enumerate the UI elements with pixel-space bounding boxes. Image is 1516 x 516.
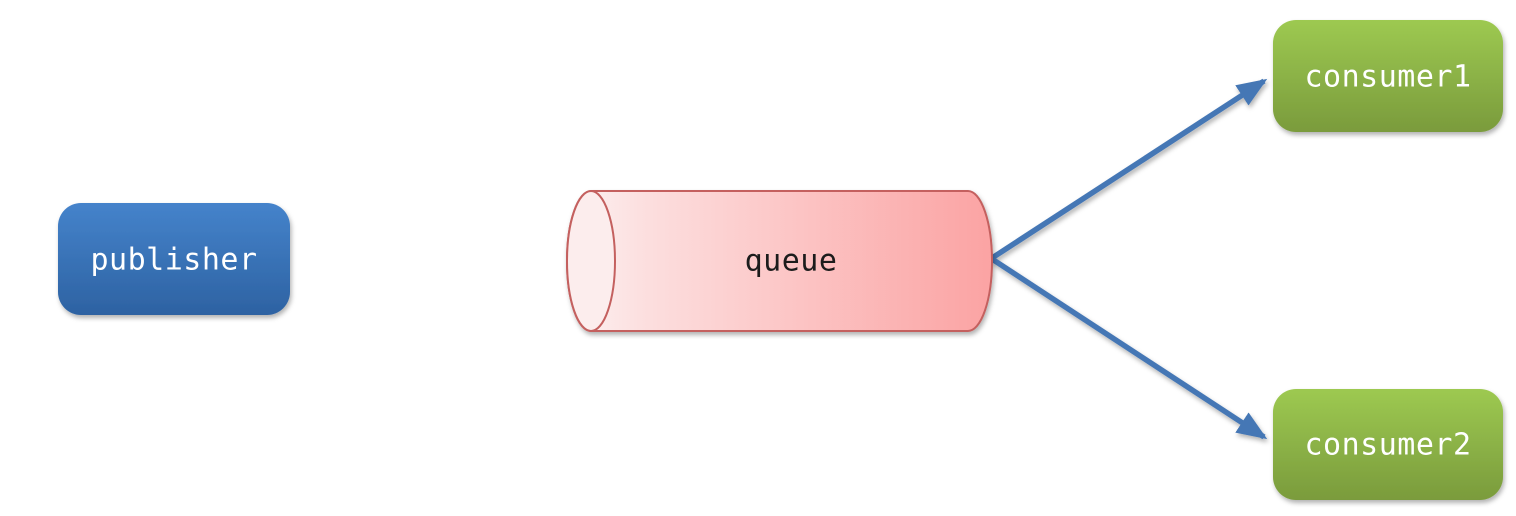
- queue-label: queue: [745, 244, 838, 279]
- consumer2-box: [1273, 389, 1503, 500]
- consumer1-label: consumer1: [1304, 60, 1471, 95]
- edges: [292, 78, 1268, 440]
- arrow-queue-to-consumer2: [990, 256, 1268, 440]
- publisher-label: publisher: [90, 243, 257, 278]
- consumer2-node: consumer2: [1273, 389, 1503, 500]
- arrow-queue-to-consumer1: [990, 78, 1268, 261]
- consumer2-label: consumer2: [1304, 428, 1471, 463]
- publisher-box: [58, 203, 290, 315]
- queue-node: queue: [566, 190, 993, 332]
- queue-cylinder-cap: [566, 190, 616, 332]
- consumer1-node: consumer1: [1273, 20, 1503, 132]
- consumer1-box: [1273, 20, 1503, 132]
- publisher-node: publisher: [58, 203, 290, 315]
